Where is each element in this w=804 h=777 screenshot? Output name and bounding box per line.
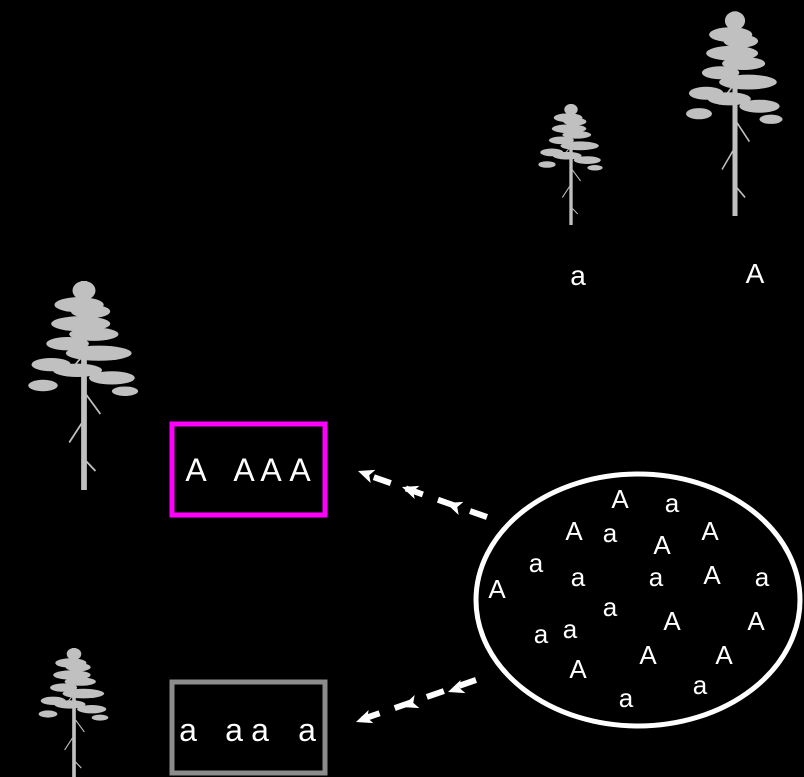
pine-tree-icon <box>27 280 140 491</box>
gene-pool-allele: A <box>569 654 587 684</box>
gene-pool-allele: a <box>619 683 634 713</box>
recessive-allele: a <box>298 712 316 748</box>
tall-tree-label: A <box>746 258 765 289</box>
gene-pool-allele: A <box>639 640 657 670</box>
pine-tree-icon <box>685 10 784 217</box>
gene-pool-allele: A <box>611 484 629 514</box>
gene-pool-allele: a <box>755 562 770 592</box>
pine-tree-icon <box>38 647 109 777</box>
gene-pool-allele: A <box>703 560 721 590</box>
arrow-icon <box>353 677 477 729</box>
gene-pool-allele: A <box>701 516 719 546</box>
gene-pool-allele: a <box>649 562 664 592</box>
gene-pool-allele: a <box>603 592 618 622</box>
dominant-allele: A <box>260 452 282 488</box>
pine-tree-icon <box>537 103 604 226</box>
gene-pool-allele: A <box>565 516 583 546</box>
recessive-allele: a <box>251 712 269 748</box>
gene-pool-allele: a <box>665 488 680 518</box>
gene-pool <box>473 471 803 729</box>
gene-pool-allele: A <box>715 640 733 670</box>
dominant-allele: A <box>289 452 311 488</box>
gene-pool-allele: A <box>747 606 765 636</box>
gene-pool-allele: a <box>603 518 618 548</box>
recessive-allele-box <box>169 679 328 776</box>
gene-pool-allele: A <box>488 574 506 604</box>
dominant-allele: A <box>185 452 207 488</box>
gene-pool-allele: A <box>653 530 671 560</box>
small-tree-label: a <box>570 260 586 291</box>
recessive-allele: a <box>179 712 197 748</box>
gene-pool-allele: a <box>693 670 708 700</box>
gene-pool-allele: a <box>571 562 586 592</box>
recessive-allele: a <box>225 712 243 748</box>
gene-pool-allele: a <box>563 614 578 644</box>
gene-pool-allele: A <box>663 606 681 636</box>
arrow-icon <box>355 464 488 520</box>
dominant-allele: A <box>233 452 255 488</box>
gene-pool-allele: a <box>534 619 549 649</box>
dominant-allele-box <box>169 421 328 518</box>
gene-pool-allele: a <box>529 548 544 578</box>
